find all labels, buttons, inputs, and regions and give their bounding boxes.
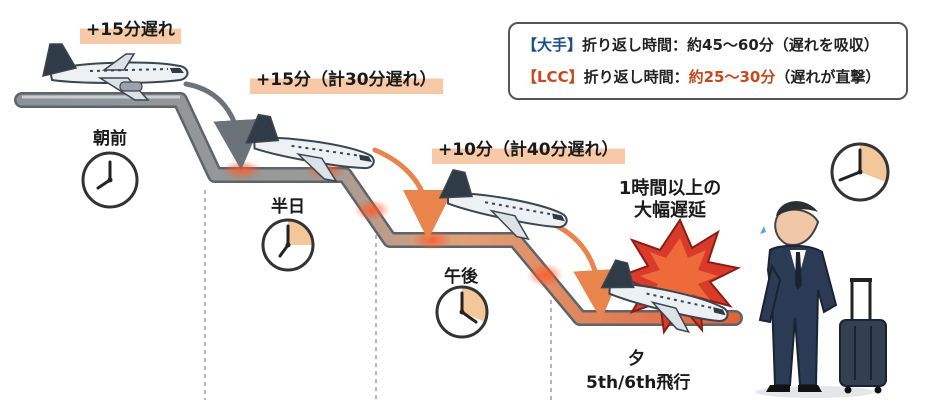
clock-icon xyxy=(261,218,315,272)
legend-row-lcc: 【LCC】折り返し時間：約25〜30分（遅れが直撃） xyxy=(522,66,880,87)
big-delay-line1: 1時間以上の xyxy=(618,178,722,199)
legend-major-text: 折り返し時間：約45〜60分（遅れを吸収） xyxy=(582,36,879,54)
legend-row-major: 【大手】折り返し時間：約45〜60分（遅れを吸収） xyxy=(522,34,879,55)
clock-icon xyxy=(81,151,139,209)
delay-label-third: +10分（計40分遅れ） xyxy=(432,136,625,164)
clock-icon xyxy=(830,142,890,202)
airplane-icon xyxy=(245,113,375,183)
legend-lcc-tag: 【LCC】 xyxy=(522,68,584,86)
legend-lcc-highlight: 約25〜30分 xyxy=(688,68,776,86)
period-label-flights: 5th/6th飛行 xyxy=(586,373,691,393)
big-delay-label: 1時間以上の 大幅遅延 xyxy=(610,178,730,222)
big-delay-line2: 大幅遅延 xyxy=(634,200,706,221)
period-separators xyxy=(204,190,552,400)
period-label-noon: 半日 xyxy=(271,197,305,217)
legend-lcc-prefix: 折り返し時間： xyxy=(583,68,689,86)
period-label-evening: 夕 xyxy=(628,349,645,369)
airplane-icon xyxy=(438,169,568,241)
period-label-afternoon: 午後 xyxy=(444,267,478,287)
tired-businessman-illustration xyxy=(755,201,875,398)
airplane-icon xyxy=(600,259,729,334)
flight-arrows xyxy=(183,81,624,320)
period-label-morning: 朝前 xyxy=(93,129,127,149)
suitcase-icon xyxy=(839,278,887,394)
delay-label-second: +15分（計30分遅れ） xyxy=(250,66,443,94)
legend-major-tag: 【大手】 xyxy=(522,36,583,54)
turnaround-legend: 【大手】折り返し時間：約45〜60分（遅れを吸収） 【LCC】折り返し時間：約2… xyxy=(508,22,908,100)
legend-lcc-suffix: （遅れが直撃） xyxy=(775,68,881,86)
clock-icon xyxy=(435,285,489,339)
airplane-icon xyxy=(42,43,189,101)
delay-label-first: +15分遅れ xyxy=(80,16,181,44)
